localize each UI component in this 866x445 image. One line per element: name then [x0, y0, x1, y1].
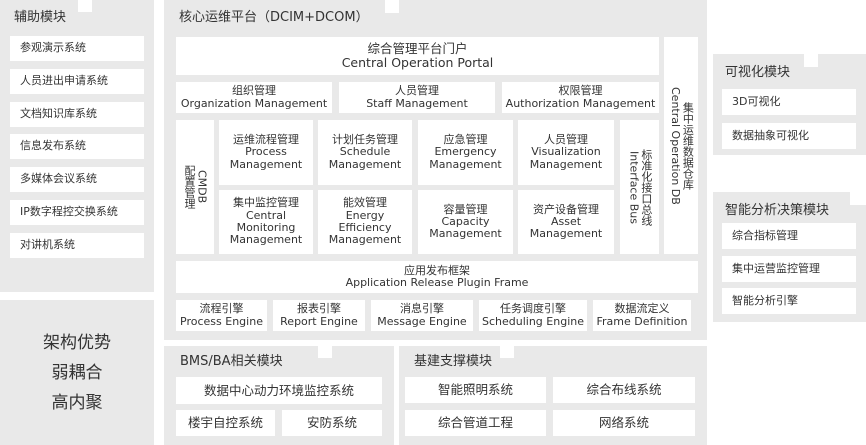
org-management-box: 组织管理 Organization Management	[176, 82, 332, 113]
smart-title-tab	[850, 192, 866, 205]
interface-bus-box: 标准化接口总线 Interface Bus	[620, 120, 659, 254]
core-title-tab	[385, 0, 399, 13]
central-operation-db-box: 集中运维数据仓库 Central Operation DB	[664, 37, 698, 254]
infra-item-pipeline: 综合管道工程	[405, 410, 546, 436]
portal-box: 综合管理平台门户 Central Operation Portal	[176, 37, 659, 75]
bms-module-title: BMS/BA相关模块	[180, 354, 283, 369]
bms-title-tab	[318, 346, 332, 358]
smart-item-indicator: 综合指标管理	[722, 223, 856, 249]
infra-item-lighting: 智能照明系统	[405, 377, 546, 403]
authorization-management-box: 权限管理 Authorization Management	[502, 82, 659, 113]
bms-item-power-env: 数据中心动力环境监控系统	[176, 377, 382, 404]
aux-title-tab	[78, 0, 92, 12]
aux-item-doc-kb: 文档知识库系统	[10, 102, 144, 127]
frame-definition-box: 数据流定义 Frame Definition	[593, 300, 691, 331]
advantage-line-3: 高内聚	[51, 392, 103, 413]
visualization-management-box: 人员管理 Visualization Management	[518, 120, 614, 185]
infra-item-cabling: 综合布线系统	[553, 377, 695, 403]
scheduling-engine-box: 任务调度引擎 Scheduling Engine	[479, 300, 587, 331]
visual-item-3d: 3D可视化	[722, 89, 856, 115]
aux-module-title: 辅助模块	[14, 10, 67, 25]
infra-item-network: 网络系统	[553, 410, 695, 436]
advantage-panel: 架构优势 弱耦合 高内聚	[0, 300, 154, 445]
report-engine-box: 报表引擎 Report Engine	[273, 300, 365, 331]
core-platform-title: 核心运维平台（DCIM+DCOM）	[179, 10, 369, 25]
aux-item-intercom: 对讲机系统	[10, 233, 144, 258]
bms-item-building-auto: 楼宇自控系统	[176, 410, 275, 436]
process-engine-box: 流程引擎 Process Engine	[176, 300, 267, 331]
visual-title-tab	[804, 54, 818, 67]
energy-efficiency-box: 能效管理 Energy Efficiency Management	[318, 190, 412, 254]
release-frame-box: 应用发布框架 Application Release Plugin Frame	[176, 261, 698, 293]
aux-item-info-publish: 信息发布系统	[10, 134, 144, 159]
capacity-management-box: 容量管理 Capacity Management	[418, 190, 513, 254]
central-monitoring-box: 集中监控管理 Central Monitoring Management	[219, 190, 313, 254]
smart-item-analysis-engine: 智能分析引擎	[722, 288, 856, 314]
process-management-box: 运维流程管理 Process Management	[219, 120, 313, 185]
smart-item-operation-monitor: 集中运营监控管理	[722, 256, 856, 282]
portal-zh: 综合管理平台门户	[367, 41, 468, 56]
advantage-line-2: 弱耦合	[51, 362, 103, 383]
infra-title-tab	[500, 346, 514, 358]
portal-en: Central Operation Portal	[341, 55, 494, 70]
cmdb-box: CMDB 配置管理	[176, 120, 214, 254]
advantage-line-1: 架构优势	[43, 332, 111, 353]
aux-item-access-request: 人员进出申请系统	[10, 69, 144, 94]
schedule-management-box: 计划任务管理 Schedule Management	[318, 120, 412, 185]
aux-item-multimedia: 多媒体会议系统	[10, 167, 144, 192]
infra-module-title: 基建支撑模块	[414, 354, 493, 369]
emergency-management-box: 应急管理 Emergency Management	[418, 120, 513, 185]
smart-module-title: 智能分析决策模块	[725, 203, 830, 218]
asset-management-box: 资产设备管理 Asset Management	[518, 190, 614, 254]
bms-item-security: 安防系统	[282, 410, 382, 436]
aux-item-visit-demo: 参观演示系统	[10, 36, 144, 61]
visual-module-title: 可视化模块	[725, 65, 791, 80]
aux-item-ip-pbx: IP数字程控交换系统	[10, 200, 144, 225]
staff-management-box: 人员管理 Staff Management	[339, 82, 495, 113]
visual-item-data-abstract: 数据抽象可视化	[722, 123, 856, 149]
message-engine-box: 消息引擎 Message Engine	[371, 300, 473, 331]
